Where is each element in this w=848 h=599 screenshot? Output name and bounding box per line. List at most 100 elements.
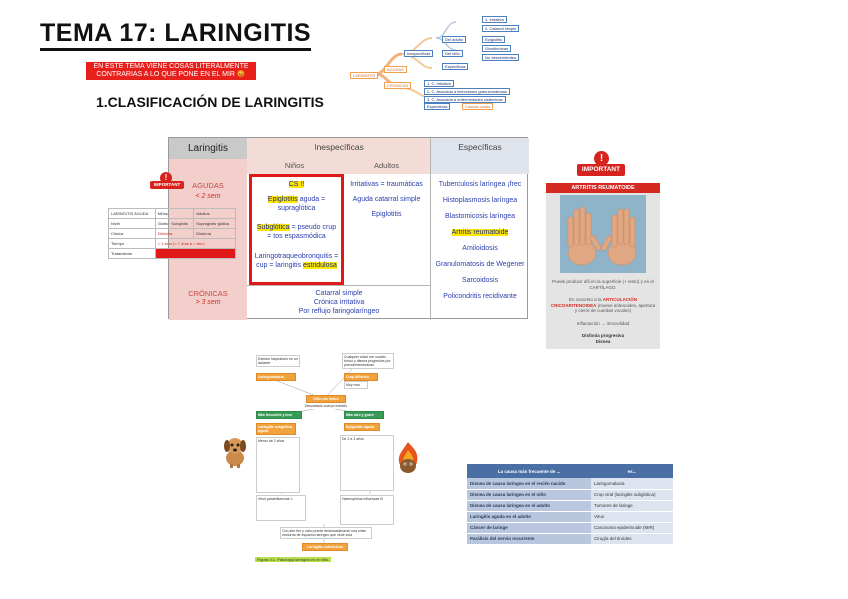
header-adultos: Adultos — [342, 157, 431, 174]
cause-question: Cáncer de laringe — [467, 522, 591, 534]
flow-box: Haemophilus influenzae B — [340, 495, 394, 525]
flow-box: Estridor inspiratorio en un lactante — [256, 355, 300, 367]
artritis-text-3: Inflamación → inmovilidad — [576, 321, 630, 326]
mini-header: Niños — [154, 208, 195, 219]
ninos-epiglotitis: Epiglotitis aguda = supraglótica — [254, 195, 339, 213]
table-row: Disnea de causa laríngea en el recién na… — [467, 478, 673, 490]
header-inespecificas: Inespecíficas — [247, 138, 431, 157]
flow-box: Menor de 2 años — [256, 437, 300, 493]
table-row: Tratamiento — [108, 248, 237, 259]
adultos-item: Aguda catarral simple — [352, 196, 421, 203]
mind-map-especificas: Específicas — [442, 63, 469, 70]
ninos-cs: CS !! — [252, 180, 341, 189]
mind-map-inespecificas: Inespecíficas — [404, 50, 434, 57]
cause-answer: Virus — [591, 511, 673, 523]
table-row: Laringitis aguda en el adulto Virus — [467, 511, 673, 523]
divider — [247, 285, 431, 286]
most-frequent-causes-table: La causa más frecuente de ... es... Disn… — [467, 464, 673, 545]
table-row: Nivel Glotis · Subglotis Supraglotis·gló… — [108, 218, 236, 229]
table-row: LARINGITIS AGUDA Niños Adultos — [108, 208, 236, 219]
divider — [430, 138, 431, 320]
cause-answer: Laringomalacia — [591, 478, 673, 490]
section-title: 1.CLASIFICACIÓN DE LARINGITIS — [96, 94, 324, 110]
mini-header: Adultos — [193, 208, 236, 219]
table-row: Disnea de causa laríngea en el niño Crup… — [467, 489, 673, 501]
warning-banner: EN ESTE TEMA VIENE COSAS LITERALMENTE CO… — [86, 62, 256, 80]
mini-cell: Tiempo — [108, 238, 156, 249]
cause-answer: Crup viral (laringitis subglótica) — [591, 489, 673, 501]
especificas-item-highlight: Artritis reumatoide — [431, 228, 529, 237]
ninos-epiglotitis-hl: Epiglotitis — [267, 196, 298, 203]
mind-map-del-nino: Del niño — [442, 50, 463, 57]
mind-map-c2: 2. C. Asociada a infecciones granulomato… — [424, 88, 510, 95]
mind-map-c3: 3. C. Asociada a enfermedades sistémicas — [424, 96, 506, 103]
table-row: Clínica Disfonía Disfonía — [108, 228, 236, 239]
hands-image — [560, 195, 646, 273]
classification-mind-map: LARINGITIS AGUDAS CRÓNICAS Inespecíficas… — [346, 10, 532, 110]
mind-map-root: LARINGITIS — [350, 72, 379, 79]
adultos-column: Irritativas = traumáticas Aguda catarral… — [342, 174, 431, 286]
especificas-artritis: Artritis reumatoide — [451, 229, 509, 236]
artritis-title: ARTRITIS REUMATOIDE — [546, 183, 660, 193]
artritis-text-2-highlight: ARTICULACIÓN CRICOARITENOIDEA — [550, 297, 638, 308]
artritis-reumatoide-panel: ARTRITIS REUMATOIDE Puede producir afil … — [546, 183, 660, 349]
mini-header: LARINGITIS AGUDA — [108, 208, 156, 219]
pediatric-laryngeal-flowchart: Estridor inspiratorio en un lactante Lar… — [252, 349, 400, 559]
especificas-item: Blastomicosis laríngea — [444, 213, 516, 220]
flow-box: Muy raro — [344, 381, 368, 389]
ninos-ltb-hl: estridulosa — [303, 262, 337, 269]
dog-mascot-icon — [220, 434, 250, 473]
column-header: es... — [591, 464, 673, 478]
flow-box: Más raro y grave — [344, 411, 384, 419]
artritis-text-5: Disnea — [595, 339, 611, 344]
hands-illustration — [560, 195, 646, 273]
header-laringitis: Laringitis — [169, 138, 247, 159]
mini-cell: Supraglotis·glótica — [193, 218, 236, 229]
table-header-row: La causa más frecuente de ... es... — [467, 464, 673, 478]
cronicas-note: > 3 sem — [195, 299, 221, 306]
important-badge: IMPORTANT — [577, 164, 625, 176]
table-row: Parálisis del nervio recurrente Cirugía … — [467, 533, 673, 545]
header-inespecificas-initial: I — [314, 142, 317, 152]
header-especificas: Específicas — [431, 138, 529, 157]
agudas-note: < 2 sem — [195, 193, 221, 200]
cause-question: Laringitis aguda en el adulto — [467, 511, 591, 523]
especificas-item: Policondritis recidivante — [443, 293, 517, 300]
flow-box: Laringitis estridulosa — [302, 543, 348, 551]
ninos-cs-text: CS !! — [288, 181, 305, 188]
especificas-item: Granulomatosis de Wegener — [435, 261, 525, 268]
flow-box: Epiglotitis aguda — [344, 423, 380, 431]
cause-answer: Tumores de laringe — [591, 500, 673, 512]
artritis-text-1: Puede producir afil en la superficie (+ … — [552, 279, 654, 290]
mind-map-del-adulto: Del adulto — [442, 36, 467, 43]
header-especificas-filler — [431, 157, 529, 174]
ninos-ltb-text: Laringotraqueobronquitis = cup = laringi… — [254, 253, 339, 269]
flow-box: Con aire frío y vaho puede desencadenars… — [280, 527, 372, 539]
cause-answer: Carcinoma epidermoide (MIR) — [591, 522, 673, 534]
ninos-laringotraqueo: Laringotraqueobronquitis = cup = laringi… — [254, 252, 339, 270]
adultos-item: Irritativas = traumáticas — [350, 181, 423, 188]
especificas-item: Tuberculosis laríngea ¡frec — [438, 181, 522, 188]
table-row: Cáncer de laringe Carcinoma epidermoide … — [467, 522, 673, 534]
ninos-subglotica: Subglótica = pseudo crup = tos espasmódi… — [254, 223, 339, 241]
important-badge: IMPORTANT — [150, 181, 184, 189]
mind-map-agudas: AGUDAS — [384, 66, 407, 73]
flow-box: Laringitis subglótica aguda — [256, 423, 296, 435]
mini-cell: < 1 sem (< 7 días b = frec) — [154, 238, 237, 249]
artritis-text-2b: (mueve aritenoides, apertura y cierre de… — [574, 302, 656, 314]
header-inespecificas-rest: nespecíficas — [316, 142, 364, 152]
ninos-subglotica-hl: Subglótica — [256, 224, 290, 231]
mini-cell: Tratamiento — [108, 248, 156, 259]
mind-map-cronicas: CRÓNICAS — [384, 82, 412, 89]
mind-map-irritativa: 1. Irritativa — [482, 16, 507, 23]
mind-map-epiglotitis: Epiglotitis — [482, 36, 506, 43]
flow-box: Virus parainfluenzae 1 — [256, 495, 306, 521]
cronicas-column: Catarral simple Crónica irritativa Por r… — [247, 286, 431, 320]
especificas-item: Histoplasmosis laríngea — [442, 197, 518, 204]
artritis-text-2: En concreto a la ARTICULACIÓN CRICOARITE… — [550, 297, 656, 314]
mind-map-c1: 1. C. Irritativa — [424, 80, 454, 87]
cronicas-item: Por reflujo faringolaríngeo — [298, 308, 380, 315]
cause-question: Disnea de causa laríngea en el niño — [467, 489, 591, 501]
column-header: La causa más frecuente de ... — [467, 464, 591, 478]
flow-box: De 2 a 3 años — [340, 435, 394, 491]
